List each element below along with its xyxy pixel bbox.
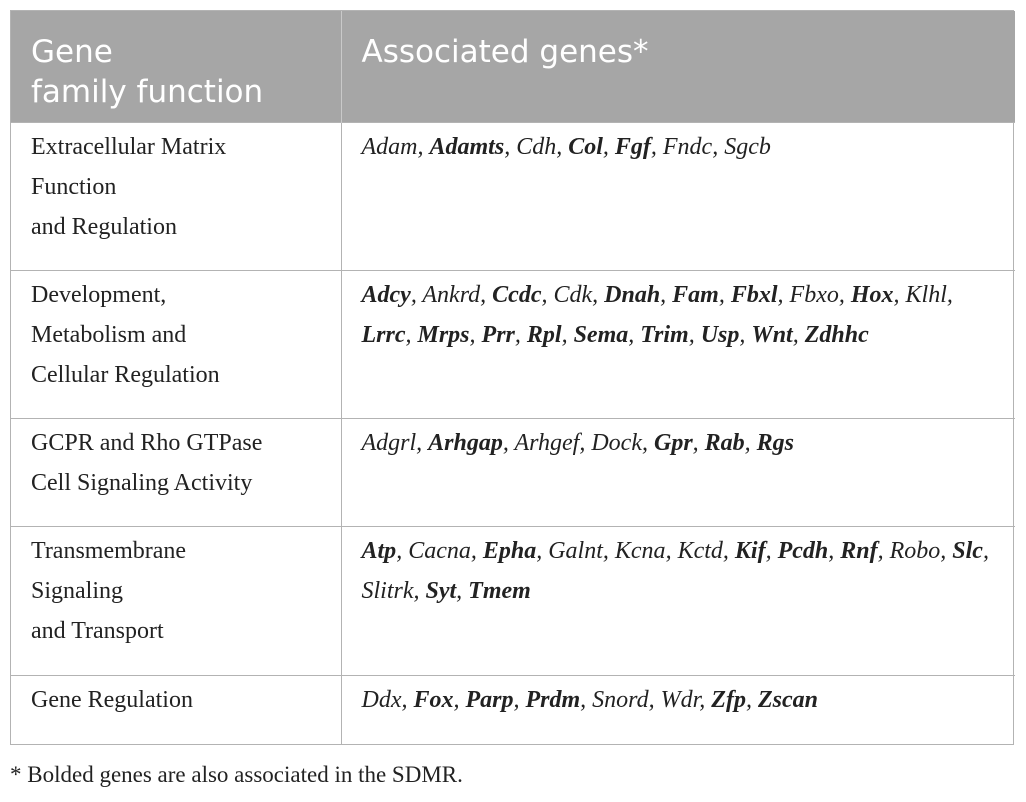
genes-cell: Ddx, Fox, Parp, Prdm, Snord, Wdr, Zfp, Z… [340,675,1015,744]
function-line: Signaling [31,578,124,604]
gene-name: Cdh [516,134,557,160]
header-associated-genes: Associated genes* [340,11,1015,123]
gene-name: Slc [952,538,983,564]
function-line: Function [31,174,117,200]
function-line: and Regulation [31,214,177,240]
gene-name: Tmem [468,578,531,604]
function-line: Cellular Regulation [31,362,220,388]
gene-name: Trim [640,322,689,348]
function-line: Extracellular Matrix [31,134,227,160]
function-line: and Transport [31,618,164,644]
gene-table: Gene family function Associated genes* E… [11,11,1015,744]
function-cell: Gene Regulation [11,675,341,744]
table-row: Development, Metabolism and Cellular Reg… [11,270,1015,419]
gene-name: Parp [465,687,514,713]
function-cell: Development, Metabolism and Cellular Reg… [11,270,341,419]
gene-name: Fndc [662,134,713,160]
gene-name: Fbxo [789,282,839,308]
gene-name: Fgf [614,134,651,160]
gene-name: Dnah [604,282,661,308]
function-line: Development, [31,282,167,308]
function-line: Transmembrane [31,538,187,564]
gene-name: Robo [889,538,941,564]
function-line: Cell Signaling Activity [31,470,253,496]
header-gene-family-function: Gene family function [11,11,341,123]
gene-name: Gpr [653,430,693,456]
gene-name: Rgs [756,430,795,456]
gene-name: Fbxl [730,282,778,308]
gene-name: Klhl [905,282,947,308]
function-line: Metabolism and [31,322,187,348]
gene-name: Arhgap [428,430,503,456]
gene-name: Dock [591,430,642,456]
gene-name: Epha [482,538,537,564]
gene-name: Zscan [757,687,818,713]
gene-name: Fox [413,687,454,713]
gene-name: Wdr [660,687,700,713]
gene-name: Fam [672,282,719,308]
gene-name: Cacna [408,538,471,564]
gene-name: Rpl [526,322,562,348]
genes-cell: Atp, Cacna, Epha, Galnt, Kcna, Kctd, Kif… [340,526,1015,676]
gene-name: Sema [573,322,629,348]
gene-name: Rnf [840,538,878,564]
gene-name: Rab [704,430,745,456]
function-line: GCPR and Rho GTPase [31,430,263,456]
table-row: Extracellular Matrix Function and Regula… [11,122,1015,271]
header-label: Associated genes* [361,34,649,70]
gene-name: Kif [734,538,766,564]
gene-name: Mrps [417,322,470,348]
function-cell: Transmembrane Signaling and Transport [11,526,341,676]
gene-name: Ccdc [492,282,542,308]
table-header-row: Gene family function Associated genes* [11,11,1015,123]
table-row: Gene Regulation Ddx, Fox, Parp, Prdm, Sn… [11,675,1015,744]
gene-name: Col [568,134,603,160]
table-footnote: * Bolded genes are also associated in th… [10,762,463,787]
gene-name: Zfp [711,687,746,713]
function-cell: Extracellular Matrix Function and Regula… [11,122,341,271]
genes-cell: Adcy, Ankrd, Ccdc, Cdk, Dnah, Fam, Fbxl,… [340,270,1015,419]
gene-name: Ankrd [422,282,481,308]
function-cell: GCPR and Rho GTPase Cell Signaling Activ… [11,418,341,527]
gene-name: Snord [592,687,649,713]
gene-name: Cdk [553,282,593,308]
gene-name: Lrrc [361,322,406,348]
gene-name: Adcy [361,282,411,308]
genes-cell: Adgrl, Arhgap, Arhgef, Dock, Gpr, Rab, R… [340,418,1015,527]
gene-name: Slitrk [361,578,414,604]
gene-name: Usp [700,322,740,348]
gene-name: Sgcb [724,134,771,160]
header-label: Gene family function [31,34,264,110]
gene-name: Wnt [751,322,793,348]
gene-name: Galnt [548,538,603,564]
gene-name: Ddx [361,687,402,713]
gene-name: Kcna [614,538,666,564]
gene-family-table: Gene family function Associated genes* E… [10,10,1015,745]
gene-name: Zdhhc [804,322,869,348]
gene-name: Prr [481,322,515,348]
table-row: Transmembrane Signaling and Transport At… [11,526,1015,676]
table-row: GCPR and Rho GTPase Cell Signaling Activ… [11,418,1015,527]
gene-name: Arhgef [514,430,580,456]
gene-name: Atp [361,538,397,564]
gene-name: Syt [425,578,457,604]
gene-name: Pcdh [777,538,829,564]
genes-cell: Adam, Adamts, Cdh, Col, Fgf, Fndc, Sgcb [340,122,1015,271]
gene-name: Prdm [525,687,581,713]
gene-name: Adamts [429,134,505,160]
gene-name: Kctd [677,538,723,564]
gene-name: Adam [361,134,418,160]
gene-name: Adgrl [361,430,417,456]
function-line: Gene Regulation [31,687,193,713]
gene-name: Hox [850,282,894,308]
